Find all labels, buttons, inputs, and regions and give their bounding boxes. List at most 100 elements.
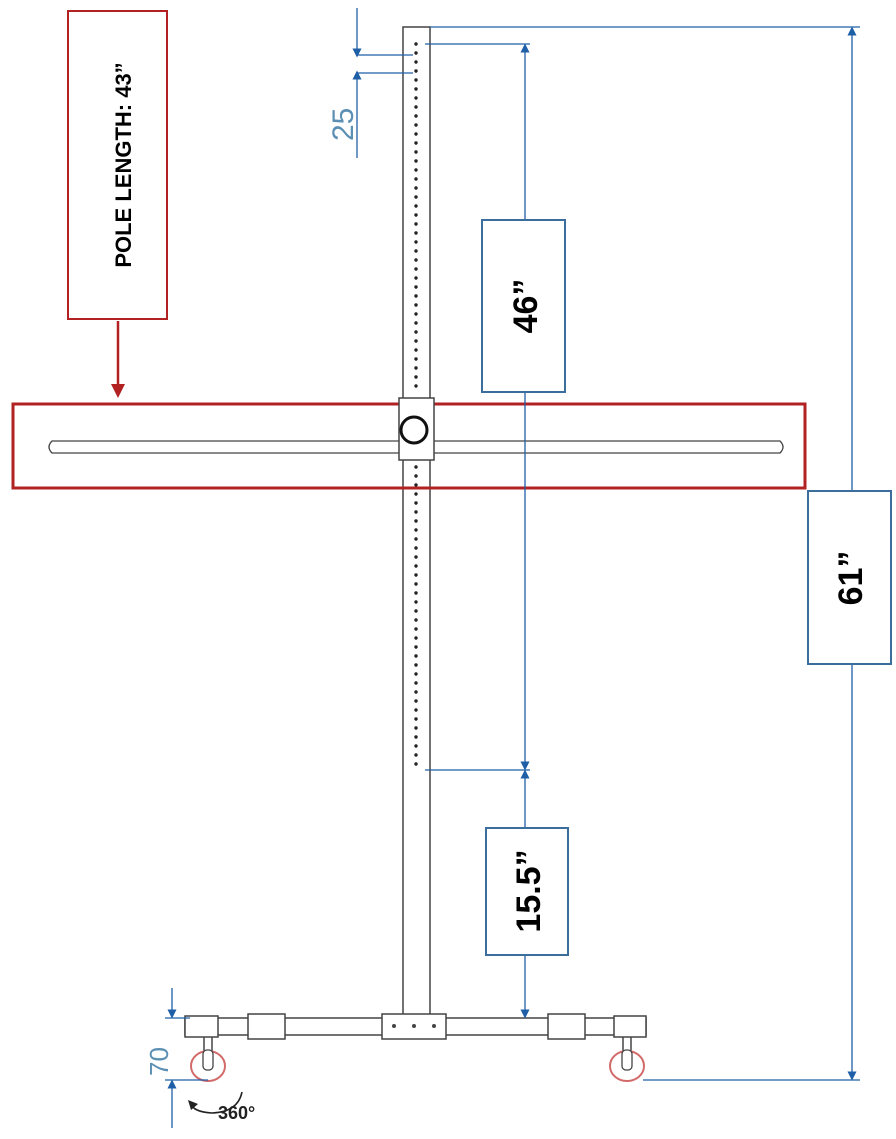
total-height-dimension: 61” bbox=[430, 26, 892, 1081]
pole-hole bbox=[414, 546, 418, 550]
pole-hole bbox=[414, 573, 418, 577]
pole-hole bbox=[414, 231, 418, 235]
pole-hole bbox=[414, 60, 418, 64]
pole-hole bbox=[414, 384, 418, 388]
pole-hole bbox=[414, 267, 418, 271]
pole-hole bbox=[414, 348, 418, 352]
pole-hole bbox=[414, 483, 418, 487]
pole-hole bbox=[414, 357, 418, 361]
pole-hole bbox=[414, 177, 418, 181]
lower-height-label: 15.5” bbox=[510, 849, 548, 932]
base-end-right bbox=[613, 1015, 647, 1038]
pole-hole bbox=[414, 285, 418, 289]
upper-height-dimension: 46” bbox=[425, 43, 566, 771]
pole-hole bbox=[414, 537, 418, 541]
pole-hole bbox=[414, 186, 418, 190]
pole-hole bbox=[414, 303, 418, 307]
pole-hole bbox=[414, 492, 418, 496]
pole-hole bbox=[414, 636, 418, 640]
pole-hole bbox=[414, 96, 418, 100]
base bbox=[184, 1013, 647, 1040]
pole-hole bbox=[414, 339, 418, 343]
pole-hole bbox=[414, 645, 418, 649]
pole-hole bbox=[414, 735, 418, 739]
caster-height-dimension: 70 bbox=[144, 988, 208, 1128]
pole-hole bbox=[414, 681, 418, 685]
pole-hole bbox=[414, 519, 418, 523]
rotation-label: 360° bbox=[218, 1103, 255, 1123]
pole-hole bbox=[414, 762, 418, 766]
pole-hole bbox=[414, 69, 418, 73]
pole-length-label: POLE LENGTH: 43” bbox=[111, 62, 136, 267]
arrow-down-icon bbox=[111, 384, 125, 398]
rotation-indicator: 360° bbox=[188, 1091, 255, 1123]
pole-hole bbox=[414, 249, 418, 253]
crossbar bbox=[11, 397, 807, 490]
lower-height-dimension: 15.5” bbox=[485, 769, 569, 1019]
caster-right bbox=[609, 1037, 645, 1082]
pole-hole bbox=[414, 132, 418, 136]
pole-hole bbox=[414, 159, 418, 163]
pole-hole bbox=[414, 555, 418, 559]
base-end-left bbox=[184, 1015, 219, 1038]
hole-spacing-label: 25 bbox=[327, 108, 360, 141]
pole-hole bbox=[414, 222, 418, 226]
pole-hole bbox=[414, 51, 418, 55]
pole-hole bbox=[414, 699, 418, 703]
pole-hole bbox=[414, 366, 418, 370]
pole-hole bbox=[414, 627, 418, 631]
pole-hole bbox=[414, 564, 418, 568]
pole-hole bbox=[414, 168, 418, 172]
base-foot-right bbox=[547, 1013, 586, 1040]
pole-hole bbox=[414, 717, 418, 721]
pole-hole bbox=[414, 501, 418, 505]
clamp-knob-icon bbox=[399, 415, 429, 445]
pole-hole bbox=[414, 321, 418, 325]
pole-hole bbox=[414, 294, 418, 298]
pole-hole bbox=[414, 672, 418, 676]
pole-hole bbox=[414, 213, 418, 217]
pole-hole bbox=[414, 618, 418, 622]
pole-hole bbox=[414, 708, 418, 712]
pole-hole bbox=[414, 150, 418, 154]
pole-hole bbox=[414, 690, 418, 694]
pole-hole bbox=[414, 42, 418, 46]
pole-hole bbox=[414, 753, 418, 757]
pole-hole bbox=[414, 195, 418, 199]
pole-hole bbox=[414, 474, 418, 478]
pole-hole bbox=[414, 87, 418, 91]
pole-hole bbox=[414, 654, 418, 658]
pole-hole bbox=[414, 258, 418, 262]
pole-hole bbox=[414, 582, 418, 586]
pole-hole bbox=[414, 240, 418, 244]
pole-hole bbox=[414, 528, 418, 532]
rotate-arrow-icon bbox=[191, 1091, 243, 1114]
pole-hole bbox=[414, 726, 418, 730]
base-foot-left bbox=[247, 1013, 286, 1040]
pole-hole bbox=[414, 663, 418, 667]
pole-hole bbox=[414, 78, 418, 82]
pole-hole bbox=[414, 114, 418, 118]
pole-hole bbox=[414, 330, 418, 334]
pole-hole bbox=[414, 141, 418, 145]
pole-hole bbox=[414, 375, 418, 379]
pole-hole bbox=[414, 276, 418, 280]
pole-hole bbox=[414, 123, 418, 127]
vertical-pole bbox=[402, 26, 431, 1019]
pole-length-callout: POLE LENGTH: 43” bbox=[67, 10, 168, 398]
caster-height-label: 70 bbox=[144, 1047, 174, 1076]
pole-hole bbox=[414, 600, 418, 604]
pole-hole bbox=[414, 204, 418, 208]
total-height-label: 61” bbox=[832, 551, 870, 606]
pole-hole bbox=[414, 105, 418, 109]
pole-hole bbox=[414, 510, 418, 514]
pole-hole bbox=[414, 591, 418, 595]
pole-hole bbox=[414, 744, 418, 748]
pole-hole bbox=[414, 609, 418, 613]
pole-holes bbox=[414, 42, 418, 766]
pole-hole bbox=[414, 312, 418, 316]
hole-spacing-dimension: 25 bbox=[327, 8, 413, 158]
upper-height-label: 46” bbox=[507, 279, 545, 334]
